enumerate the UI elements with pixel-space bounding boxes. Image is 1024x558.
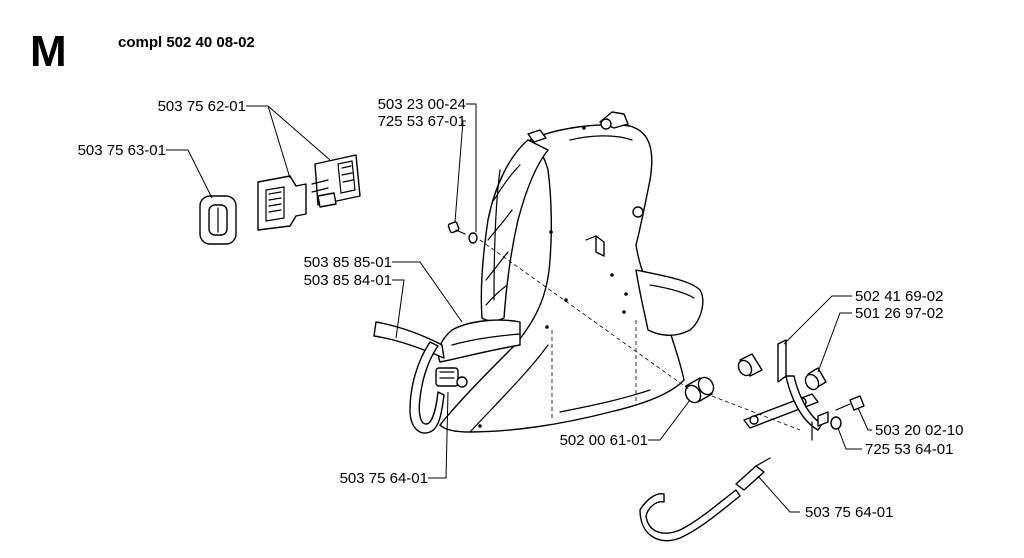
label-washer-top: 725 53 67-01: [378, 113, 466, 130]
label-spacer: 502 00 61-01: [560, 432, 648, 449]
label-screw-right: 503 20 02-10: [875, 422, 963, 439]
label-strap-a: 503 85 85-01: [304, 254, 392, 271]
assembly-line-2: [711, 395, 801, 431]
buckle-drawing: [257, 154, 361, 231]
label-buckle: 503 75 62-01: [158, 98, 246, 115]
top-screw-drawing: [447, 221, 478, 244]
assembly-number: compl 502 40 08-02: [118, 34, 255, 51]
label-bracket: 502 41 69-02: [855, 288, 943, 305]
section-letter: M: [30, 27, 67, 76]
label-hook-right: 503 75 64-01: [805, 504, 893, 521]
harness-drawing: [373, 111, 704, 434]
bracket-drawing: [737, 339, 865, 441]
assembly-line-1: [479, 239, 691, 391]
slide-drawing: [199, 195, 237, 245]
label-washer-right: 725 53 64-01: [865, 441, 953, 458]
spacer-drawing: [684, 376, 715, 404]
hook-right-drawing: [639, 457, 771, 542]
leader-lines: [166, 103, 872, 513]
label-slide: 503 75 63-01: [78, 142, 166, 159]
label-hook-left: 503 75 64-01: [340, 470, 428, 487]
label-strap-b: 503 85 84-01: [304, 272, 392, 289]
label-bushing: 501 26 97-02: [855, 305, 943, 322]
label-screw-top: 503 23 00-24: [378, 96, 466, 113]
